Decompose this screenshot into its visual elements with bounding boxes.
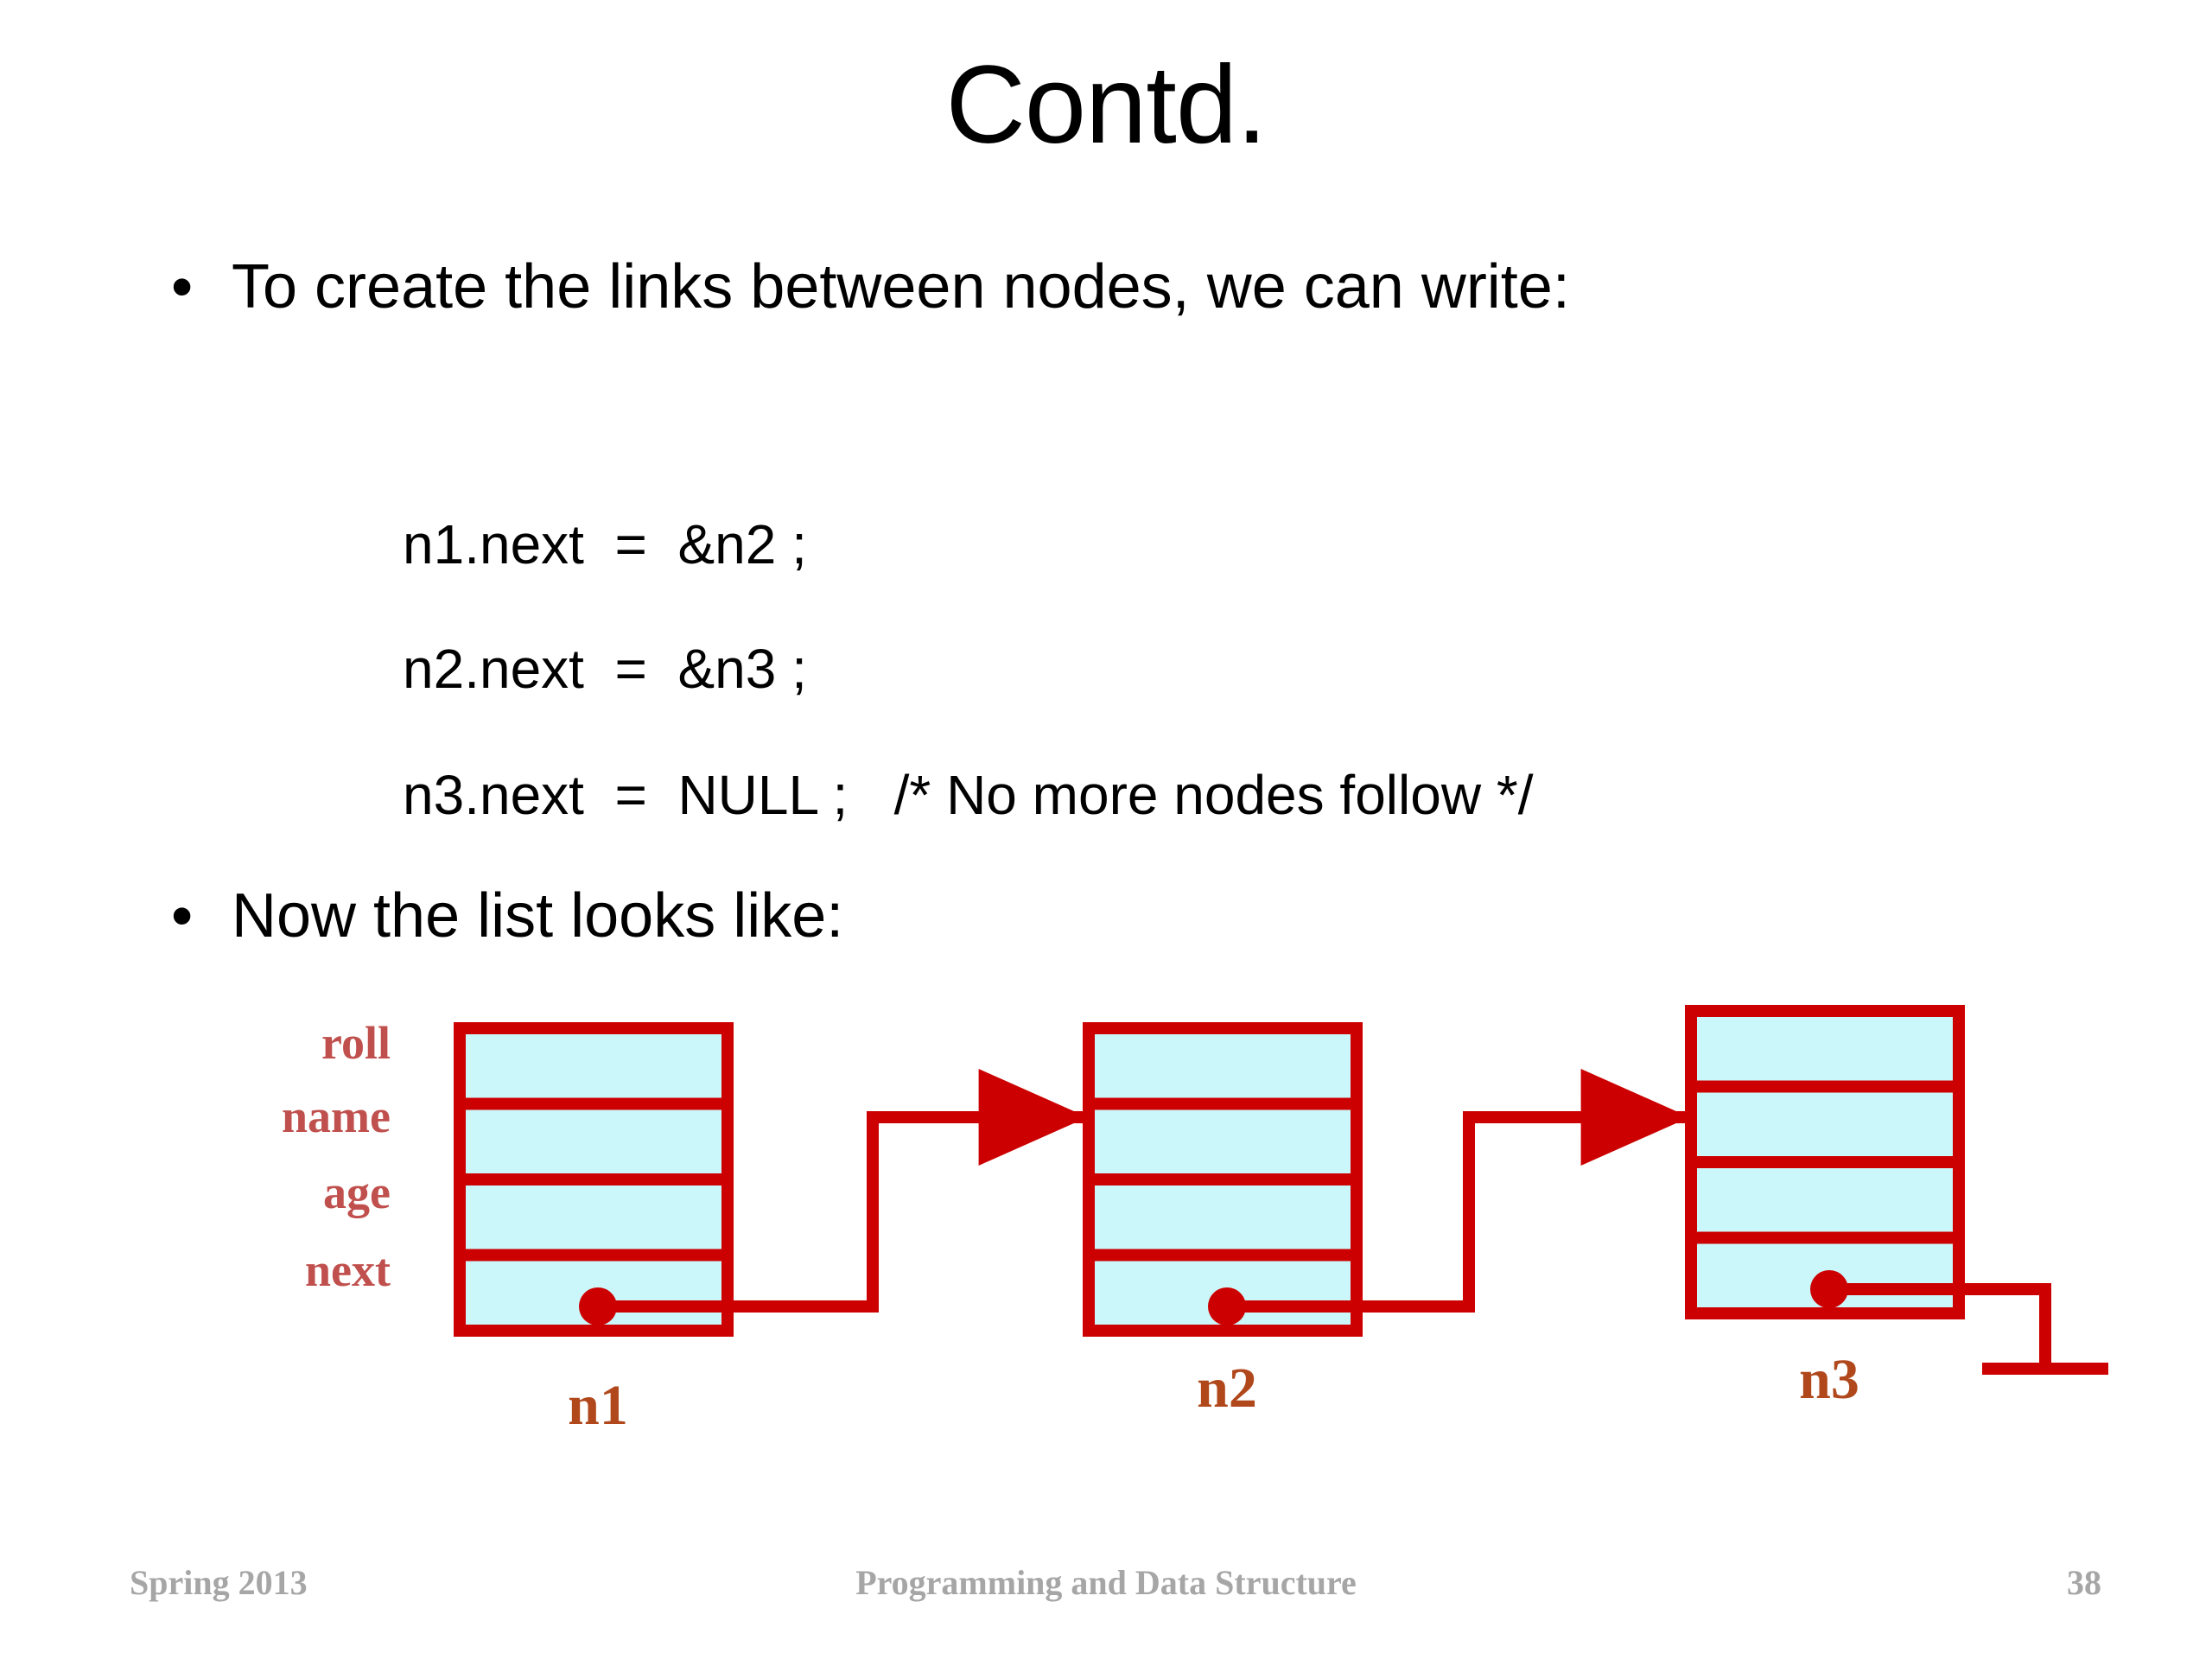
linked-list-diagram: roll name age next n1	[0, 976, 2212, 1486]
bullet-marker-icon: •	[171, 252, 194, 321]
link-arrow-n1-to-n2	[598, 1069, 1088, 1313]
bullet-item-2: • Now the list looks like:	[171, 880, 2055, 953]
node-n1: n1	[454, 1022, 1088, 1437]
null-terminator-wire	[1829, 1283, 2051, 1369]
slide-footer: Spring 2013 Programming and Data Structu…	[0, 1562, 2212, 1623]
node-n3-label: n3	[1799, 1348, 1859, 1411]
field-label-roll: roll	[321, 1017, 391, 1069]
code-line-1: n1.next = &n2 ;	[403, 513, 807, 575]
field-label-name: name	[282, 1090, 391, 1142]
bullet-text-1: To create the links between nodes, we ca…	[232, 252, 1570, 321]
footer-course-title: Programming and Data Structure	[855, 1563, 1357, 1602]
node-n1-label: n1	[568, 1374, 628, 1437]
node-n3: n3	[1685, 1005, 2108, 1411]
code-line-3: n3.next = NULL ; /* No more nodes follow…	[403, 764, 1534, 826]
footer-date: Spring 2013	[130, 1563, 308, 1602]
code-line-2: n2.next = &n3 ;	[403, 638, 807, 700]
field-label-age: age	[323, 1166, 391, 1218]
bullet-text-2: Now the list looks like:	[232, 881, 844, 950]
page-title: Contd.	[945, 43, 1267, 167]
node-n2: n2	[1083, 1022, 1690, 1420]
footer-page-number: 38	[2067, 1563, 2101, 1602]
node-n2-label: n2	[1197, 1357, 1257, 1420]
bullet-item-1: • To create the links between nodes, we …	[171, 251, 2055, 324]
field-label-next: next	[305, 1244, 391, 1296]
bullet-marker-icon: •	[171, 881, 194, 950]
link-arrow-n2-to-n3	[1227, 1069, 1690, 1313]
